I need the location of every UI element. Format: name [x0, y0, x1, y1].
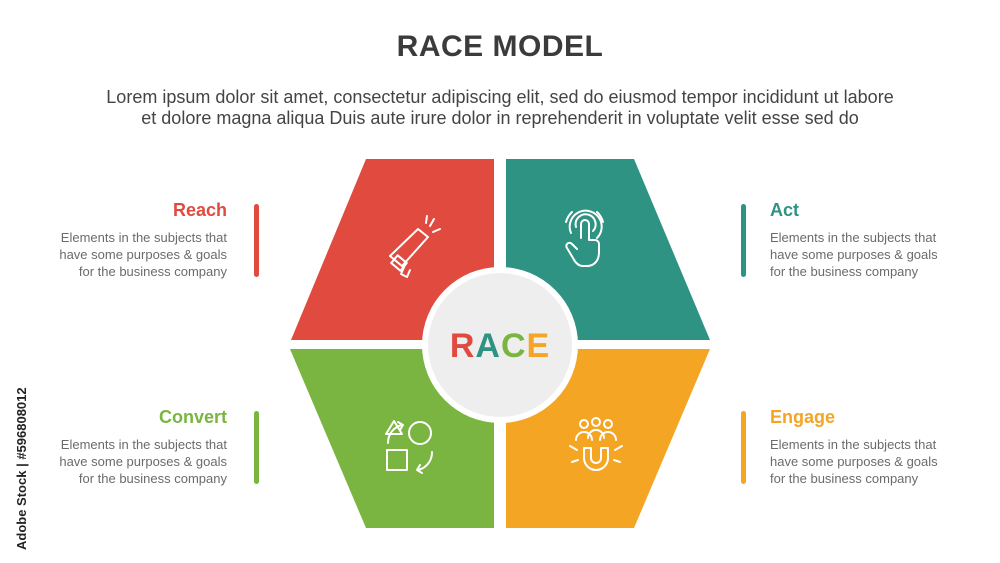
act-accent-bar	[741, 204, 746, 277]
engage-title: Engage	[770, 407, 836, 427]
reach-label-block: Reach Elements in the subjects that have…	[27, 200, 227, 280]
convert-label-block: Convert Elements in the subjects that ha…	[27, 407, 227, 487]
reach-title: Reach	[172, 200, 227, 220]
reach-accent-bar	[254, 204, 259, 277]
reach-description: Elements in the subjects that have some …	[27, 229, 227, 280]
megaphone-icon	[389, 215, 441, 278]
stock-watermark: Adobe Stock | #596808012	[14, 387, 29, 550]
desc-line: Elements in the subjects that	[60, 230, 227, 245]
subtitle-line: et dolore magna aliqua Duis aute irure d…	[141, 108, 859, 128]
act-title: Act	[770, 200, 800, 220]
touch-hand-icon	[565, 209, 604, 267]
engage-label-block: Engage Elements in the subjects that hav…	[770, 407, 970, 487]
engage-description: Elements in the subjects that have some …	[770, 436, 970, 487]
desc-line: for the business company	[770, 471, 919, 486]
act-label-block: Act Elements in the subjects that have s…	[770, 200, 970, 280]
desc-line: Elements in the subjects that	[60, 437, 227, 452]
center-circle-inner	[428, 273, 572, 417]
magnet-people-icon	[569, 417, 623, 471]
convert-title: Convert	[158, 407, 227, 427]
letter-a: A	[475, 327, 501, 365]
desc-line: have some purposes & goals	[770, 454, 938, 469]
desc-line: have some purposes & goals	[59, 247, 227, 262]
convert-accent-bar	[254, 411, 259, 484]
desc-line: have some purposes & goals	[59, 454, 227, 469]
engage-accent-bar	[741, 411, 746, 484]
desc-line: for the business company	[78, 471, 227, 486]
desc-line: Elements in the subjects that	[770, 230, 937, 245]
subtitle-line: Lorem ipsum dolor sit amet, consectetur …	[106, 87, 894, 107]
desc-line: have some purposes & goals	[770, 247, 938, 262]
desc-line: for the business company	[770, 264, 919, 279]
letter-c: C	[501, 327, 527, 365]
shapes-convert-icon	[385, 420, 434, 474]
desc-line: for the business company	[78, 264, 227, 279]
page-subtitle: Lorem ipsum dolor sit amet, consectetur …	[40, 87, 960, 129]
convert-description: Elements in the subjects that have some …	[27, 436, 227, 487]
page-title: RACE MODEL	[396, 30, 604, 63]
act-description: Elements in the subjects that have some …	[770, 229, 970, 280]
center-race-text: RACE	[450, 327, 550, 365]
letter-e: E	[527, 327, 551, 365]
letter-r: R	[450, 327, 476, 365]
desc-line: Elements in the subjects that	[770, 437, 937, 452]
